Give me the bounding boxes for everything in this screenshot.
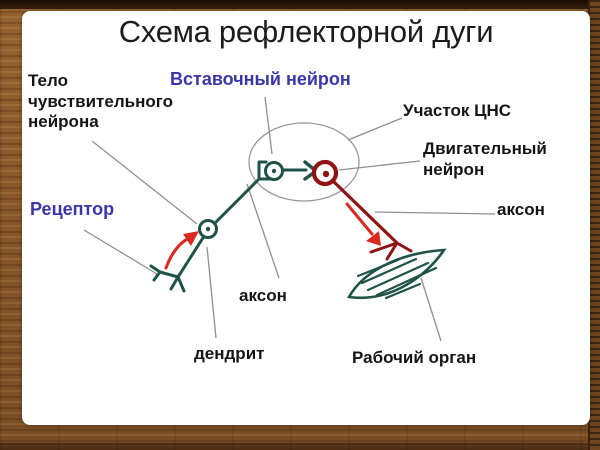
pointer-motor-neuron [338,160,421,171]
sensory-neuron [149,160,318,293]
muscle-working-organ [346,248,447,300]
pointer-dendrite [206,246,217,339]
label-working-organ: Рабочий орган [352,348,477,367]
efferent-signal-arrow [345,202,374,236]
label-axon-bottom: аксон [239,286,287,305]
cns-ellipse [248,122,360,202]
motor-nucleus [322,170,330,178]
label-sensory-neuron-body: Тело чувствительного нейрона [28,71,173,132]
signal-arrows [164,202,381,270]
synapse-bracket [257,160,276,181]
label-receptor: Рецептор [30,199,115,219]
afferent-arrowhead [183,231,199,246]
pointer-lines [83,96,496,342]
label-interneuron: Вставочный нейрон [170,69,351,89]
pointer-sensory-body [91,140,198,225]
wood-bottom-strip [0,443,600,450]
motor-end-fork [369,241,413,261]
label-axon-right: аксон [497,200,545,219]
sensory-nucleus [205,226,211,232]
motor-neuron-drawing [311,159,413,261]
label-cns-region: Участок ЦНС [403,101,512,120]
sensory-dendrite [176,177,261,279]
pointer-working-organ [420,277,442,342]
receptor-fork [149,264,186,293]
slide-panel [22,11,590,425]
pointer-axon-right [374,211,496,215]
label-motor-neuron: Двигательный нейрон [423,139,547,179]
label-dendrite: дендрит [194,344,265,363]
pointer-axon-bottom [246,183,280,279]
afferent-signal-arrow [164,236,191,270]
slide-title: Схема рефлекторной дуги [118,14,494,49]
muscle-outline [346,248,447,300]
motor-axon [331,179,399,245]
interneuron-nucleus [271,168,277,174]
muscle-fibers [356,257,438,300]
pointer-receptor [83,229,158,275]
pointer-interneuron [264,96,273,155]
pointer-cns-region [347,117,403,141]
efferent-arrowhead [366,231,381,246]
wood-top-strip [0,0,600,9]
